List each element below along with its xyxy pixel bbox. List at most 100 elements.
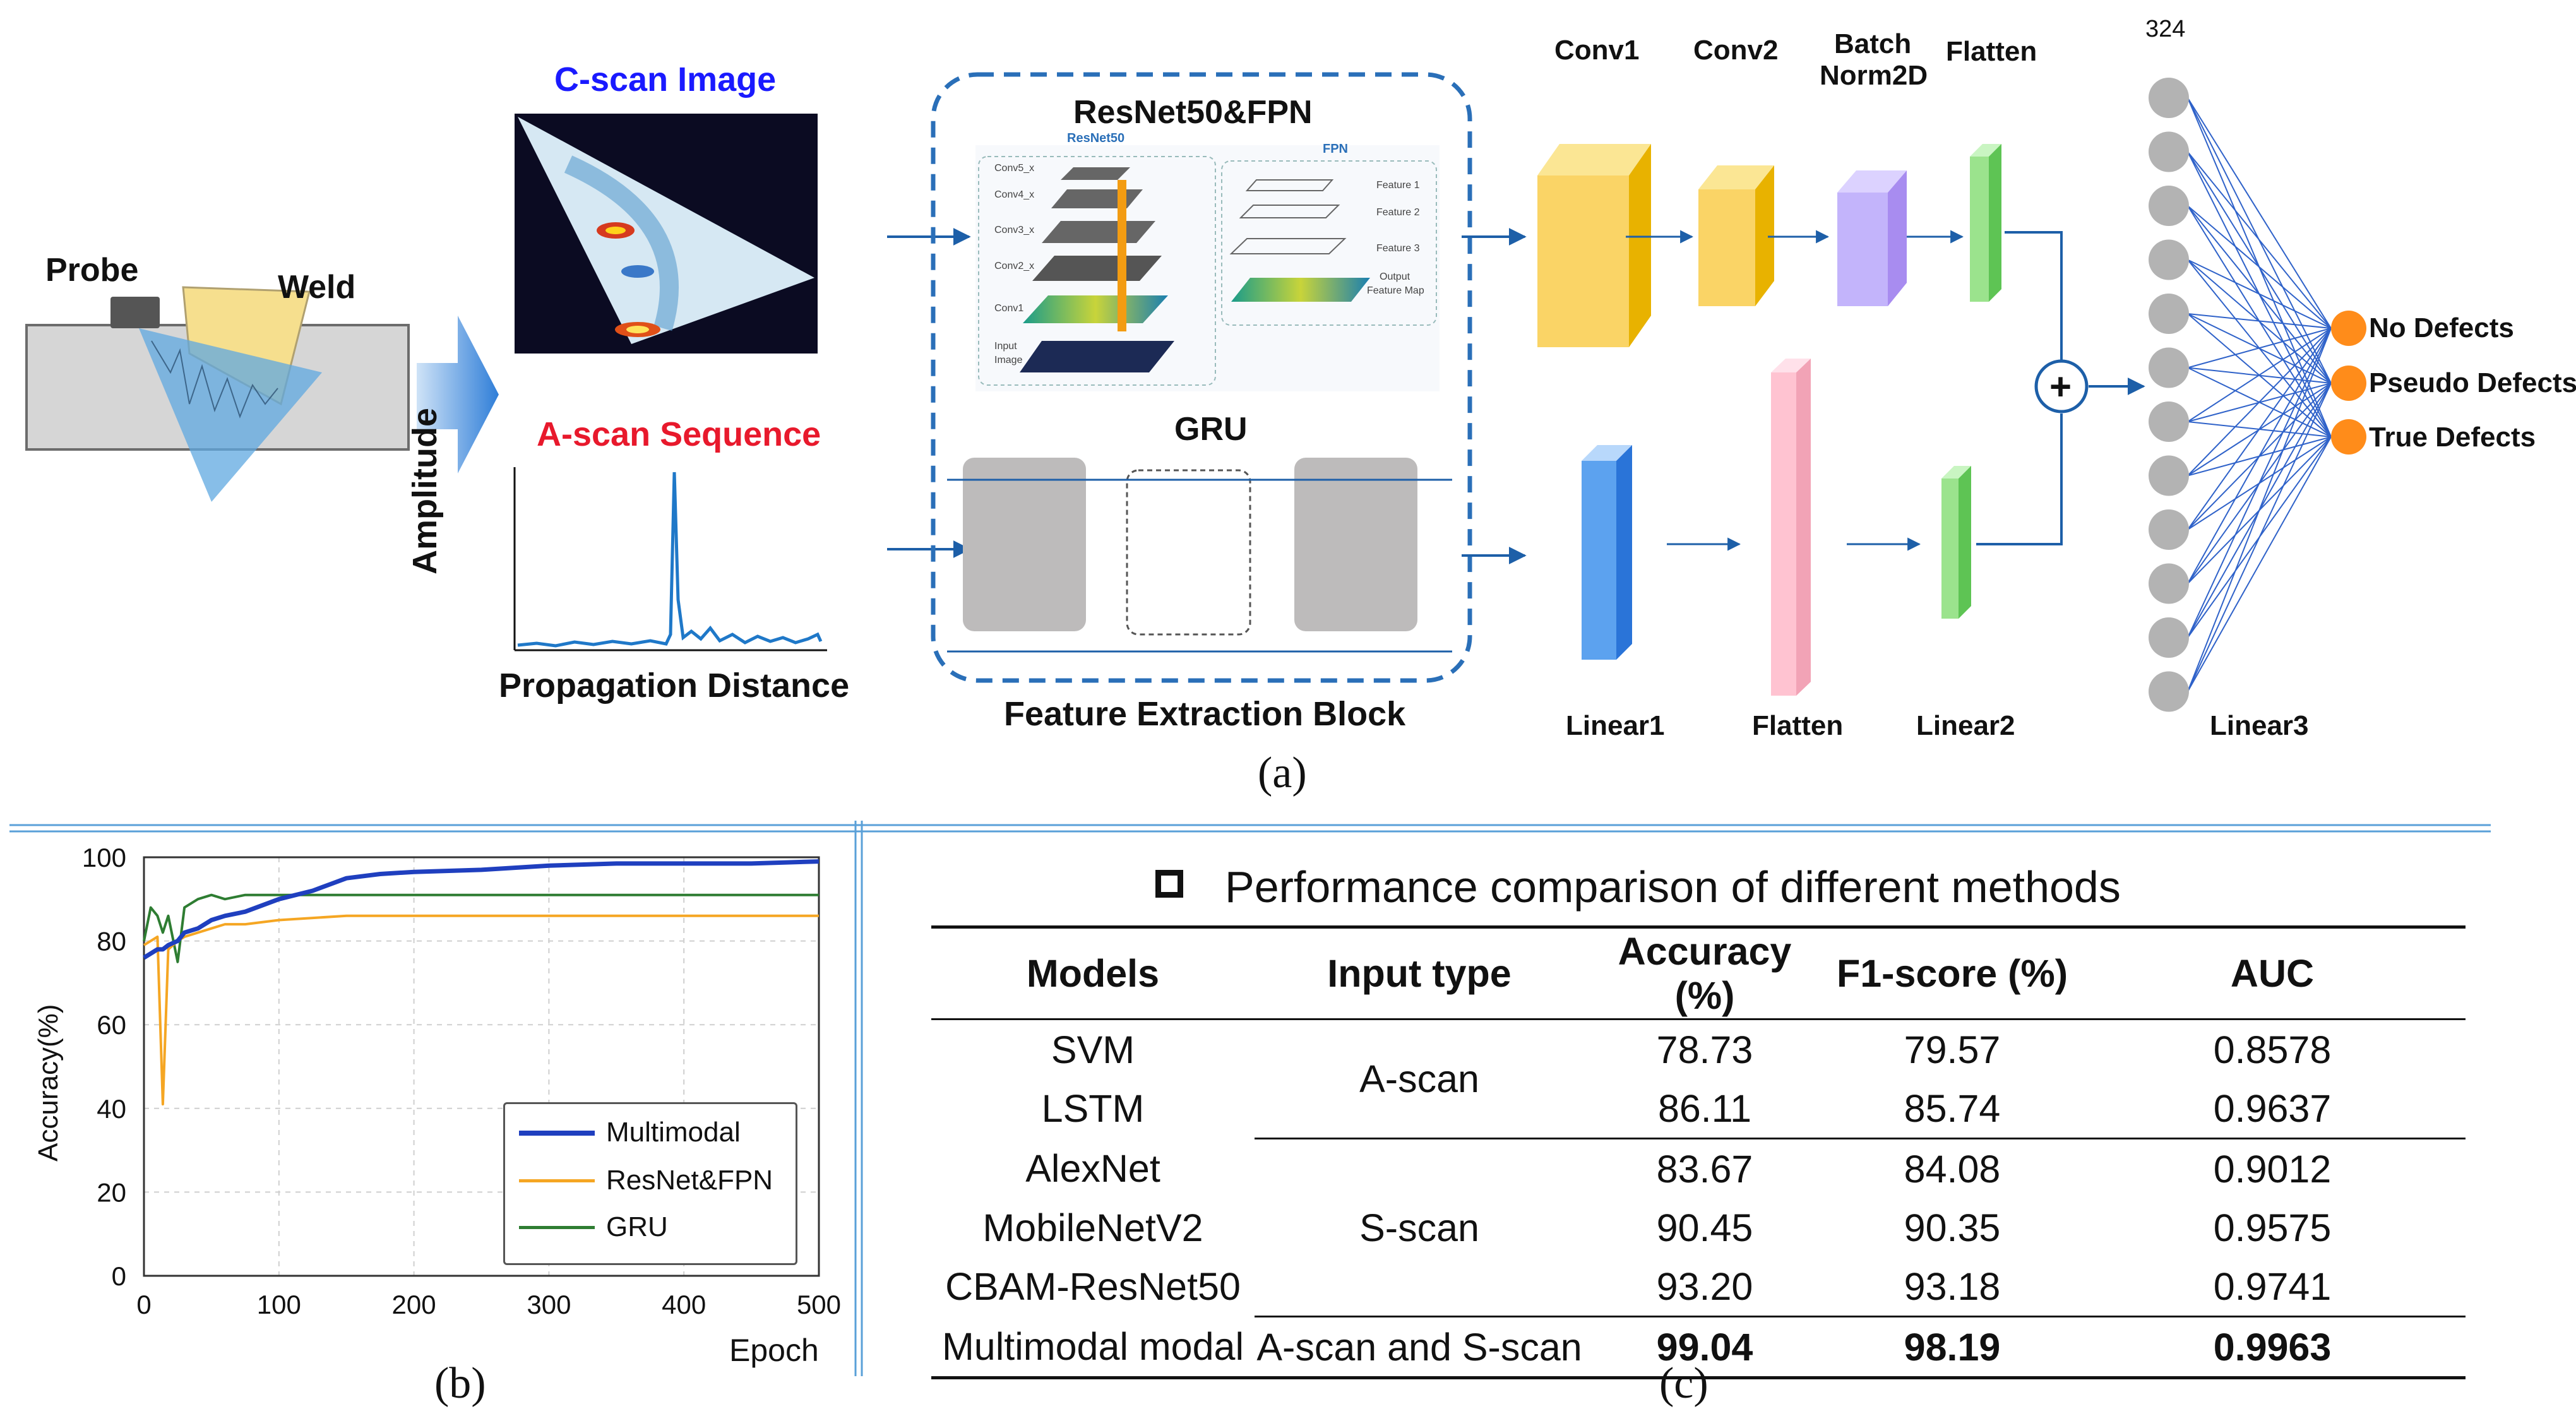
row-accuracy: 78.73 [1656, 1028, 1753, 1071]
row-auc: 0.8578 [2213, 1028, 2332, 1071]
nn-connection [2187, 259, 2332, 329]
row-model: Multimodal modal [931, 1316, 1255, 1379]
row-model: LSTM [1041, 1087, 1145, 1131]
batchnorm-label-2: Norm2D [1820, 60, 1928, 91]
header-models: Models [931, 925, 1255, 1020]
linear1-block [1582, 445, 1632, 660]
row-f1: 79.57 [1904, 1028, 2001, 1071]
header-input-type: Input type [1255, 925, 1584, 1020]
table-title-checkbox [1155, 870, 1183, 898]
nn-connection [2187, 436, 2332, 692]
row-accuracy: 90.45 [1656, 1206, 1753, 1249]
resnet-fpn-figure [975, 145, 1440, 391]
row-f1: 98.19 [1825, 1316, 2079, 1379]
resnet-layer-conv1: Conv1 [994, 303, 1024, 314]
ascan-plot [513, 467, 827, 651]
resnet-layer-conv3: Conv3_x [994, 225, 1035, 235]
nn-connection [2187, 328, 2332, 369]
big-arrow [417, 316, 499, 473]
row-auc: 0.9741 [2079, 1257, 2466, 1317]
batchnorm-block [1837, 170, 1907, 306]
feature-extraction-border [931, 72, 1472, 683]
legend-multimodal: Multimodal [606, 1117, 741, 1148]
ascan-signal [517, 472, 823, 648]
resnet-subtitle: ResNet50 [1067, 131, 1125, 145]
row-accuracy: 86.11 [1584, 1079, 1825, 1139]
gru-title: GRU [1174, 411, 1248, 448]
y-tick-label: 20 [97, 1177, 126, 1207]
nn-connection [2187, 328, 2332, 638]
cscan-image [515, 114, 818, 354]
nn-connection [2187, 328, 2332, 477]
fpn-subtitle: FPN [1323, 142, 1348, 156]
series-line-resnet-fpn [143, 914, 819, 1106]
flatten-top-block [1970, 144, 2001, 302]
feature-extraction-label: Feature Extraction Block [1004, 695, 1406, 733]
resnet-layer-conv4: Conv4_x [994, 189, 1035, 200]
table-row: Multimodal modal A-scan and S-scan 99.04… [931, 1316, 2466, 1379]
nn-neuron [2149, 509, 2189, 550]
x-tick-label: 400 [662, 1290, 706, 1319]
header-f1: F1-score (%) [1825, 925, 2079, 1020]
y-tick-label: 0 [112, 1261, 126, 1291]
nn-neuron [2149, 239, 2189, 280]
batchnorm-label-1: Batch [1834, 28, 1912, 59]
ascan-ylabel: Amplitude [406, 408, 444, 574]
nn-connection [2187, 313, 2332, 329]
chart-legend: Multimodal ResNet&FPN GRU [503, 1102, 797, 1265]
row-auc: 0.9012 [2213, 1147, 2332, 1191]
chart-ylabel: Accuracy(%) [33, 1004, 64, 1162]
ascan-xlabel: Propagation Distance [499, 667, 850, 705]
x-tick-label: 200 [392, 1290, 436, 1319]
panel-b-label: (b) [434, 1359, 486, 1408]
plus-symbol: + [2049, 366, 2072, 408]
row-input-type: A-scan and S-scan [1255, 1316, 1584, 1379]
linear2-label: Linear2 [1916, 710, 2015, 741]
output-true-defects: True Defects [2369, 422, 2536, 453]
row-model: AlexNet [1025, 1146, 1160, 1190]
row-auc: 0.9637 [2079, 1079, 2466, 1139]
output-no-defects: No Defects [2369, 312, 2514, 343]
nn-connection [2187, 328, 2332, 530]
table-row: AlexNet S-scan 83.67 84.08 0.9012 [931, 1138, 2466, 1317]
neural-network [2149, 78, 2366, 712]
neuron-count-label: 324 [2145, 16, 2186, 42]
y-tick-label: 40 [97, 1094, 126, 1124]
fpn-feature-3: Feature 3 [1376, 243, 1420, 254]
gru-figure [947, 458, 1452, 653]
x-tick-label: 0 [136, 1290, 151, 1319]
series-line-multimodal [143, 859, 820, 960]
row-accuracy: 93.20 [1584, 1257, 1825, 1317]
linear2-block [1941, 466, 1971, 619]
linear1-label: Linear1 [1566, 710, 1665, 741]
table-title: Performance comparison of different meth… [1225, 862, 2121, 912]
header-auc: AUC [2079, 925, 2466, 1020]
resnet-layer-conv2: Conv2_x [994, 261, 1035, 271]
row-model: SVM [1051, 1028, 1135, 1071]
conv2-block [1698, 165, 1774, 306]
resnet-layer-input: Input [994, 341, 1017, 352]
nn-neuron [2149, 294, 2189, 334]
nn-neuron [2149, 563, 2189, 604]
nn-connection [2187, 151, 2332, 329]
panel-a-label: (a) [1258, 749, 1307, 797]
nn-neuron [2149, 131, 2189, 172]
weld-label: Weld [278, 269, 356, 306]
y-tick-label: 80 [97, 927, 126, 956]
nn-connection [2187, 328, 2332, 584]
cscan-title: C-scan Image [554, 61, 777, 98]
nn-neuron [2149, 671, 2189, 712]
fpn-feature-map: Feature Map [1367, 285, 1424, 296]
performance-table: Models Input type Accuracy (%) F1-score … [931, 925, 2466, 1379]
resnet-layer-conv5: Conv5_x [994, 163, 1035, 174]
conv2-label: Conv2 [1693, 35, 1779, 66]
fusion-lines [1976, 231, 2145, 545]
chart-xlabel: Epoch [729, 1333, 819, 1368]
plus-node [2034, 359, 2089, 413]
row-f1: 84.08 [1904, 1147, 2001, 1191]
nn-neuron [2149, 186, 2189, 226]
table-row: CBAM-ResNet50 93.20 93.18 0.9741 [931, 1257, 2466, 1317]
nn-output-node [2331, 311, 2366, 346]
